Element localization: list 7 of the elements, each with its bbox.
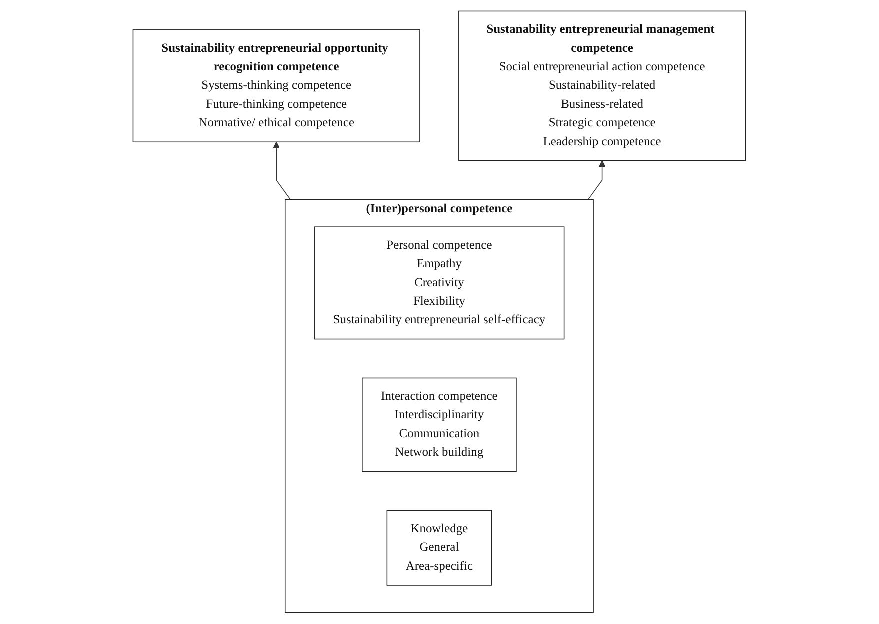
node-box: Sustainability entrepreneurial opportunity recognition competence Systems-thinking competence Future-thinking competence Normative/ ethical competence — [132, 30, 420, 143]
arrow — [273, 142, 292, 200]
arrow — [588, 160, 606, 200]
node-box: Knowledge General Area-specific — [386, 510, 492, 586]
node-box: Interaction competence Interdisciplinarity Communication Network building — [362, 378, 517, 472]
node-box: Sustanability entrepreneurial management competence Social entrepreneurial action competence Sustainability-related Business-related Strategic competence Leadership competence — [458, 10, 746, 162]
node-box: Personal competence Empathy Creativity Flexibility Sustainability entrepreneurial self-efficacy — [314, 226, 565, 340]
